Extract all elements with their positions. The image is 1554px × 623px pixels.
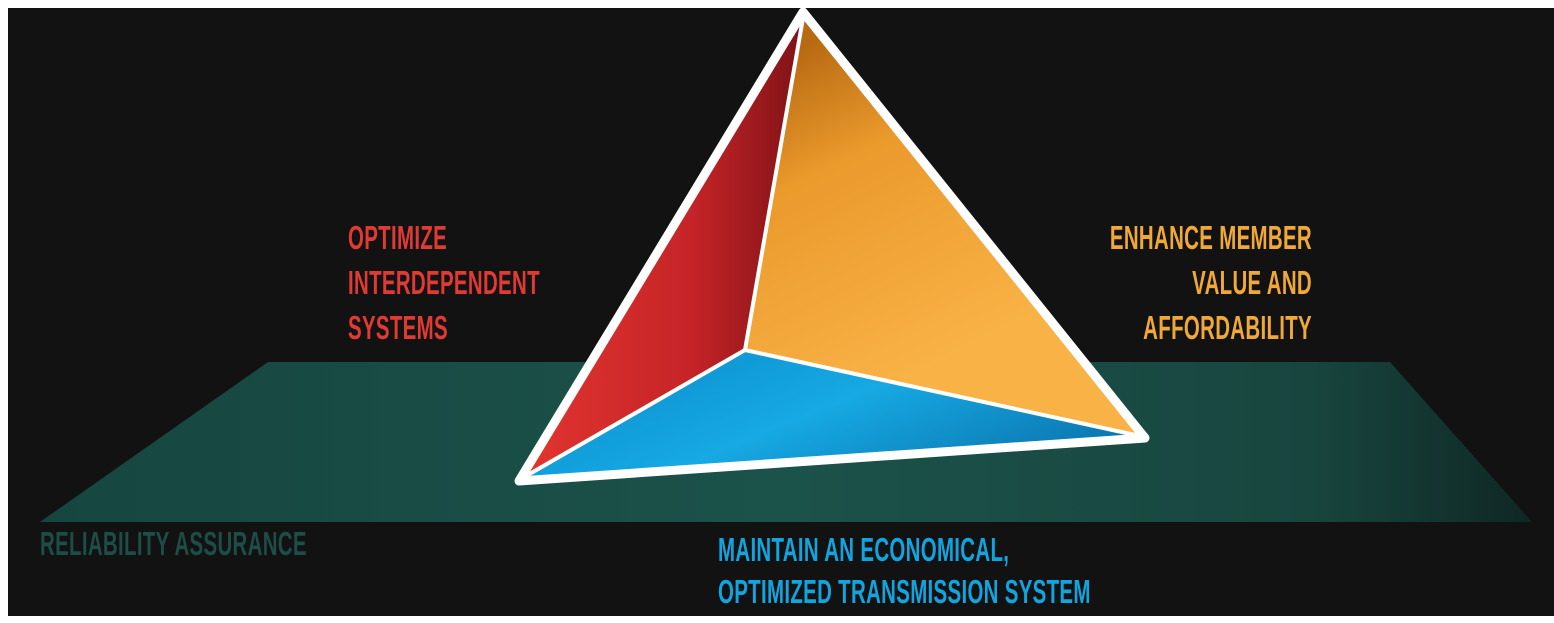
- label-maintain-transmission-system: MAINTAIN AN ECONOMICAL, OPTIMIZED TRANSM…: [718, 529, 1091, 613]
- pyramid-edges: [514, 7, 1150, 486]
- label-left-line-1: OPTIMIZE: [348, 219, 448, 256]
- label-enhance-member-value: ENHANCE MEMBER VALUE AND AFFORDABILITY: [1110, 215, 1312, 350]
- pyramid-outline: [514, 7, 1150, 486]
- label-bottom-line-2: OPTIMIZED TRANSMISSION SYSTEM: [718, 573, 1091, 610]
- edge-apex-center: [743, 16, 805, 352]
- label-right-line-2: VALUE AND: [1192, 264, 1312, 301]
- label-bottom-line-1: MAINTAIN AN ECONOMICAL,: [718, 531, 1010, 568]
- label-right-line-3: AFFORDABILITY: [1143, 309, 1312, 346]
- pyramid-face-orange: [745, 15, 1142, 436]
- edge-right-center: [743, 348, 1142, 438]
- label-reliability-assurance: RELIABILITY ASSURANCE: [40, 525, 307, 562]
- label-optimize-interdependent-systems: OPTIMIZE INTERDEPENDENT SYSTEMS: [348, 215, 540, 350]
- label-left-line-2: INTERDEPENDENT: [348, 264, 540, 301]
- label-right-line-1: ENHANCE MEMBER: [1109, 219, 1312, 256]
- label-left-line-3: SYSTEMS: [348, 309, 448, 346]
- edge-left-center: [524, 348, 747, 478]
